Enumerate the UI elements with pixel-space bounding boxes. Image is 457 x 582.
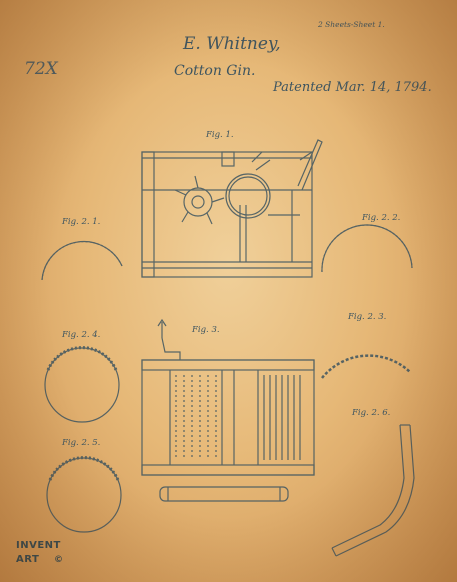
fig-1-label: Fig. 1. [206,130,234,140]
inventor-name: E. Whitney, [183,34,281,54]
fig-2-2-label: Fig. 2. 2. [362,213,401,223]
fig-2-5-drawing [46,456,122,533]
invention-title: Cotton Gin. [174,63,256,79]
fig-2-1-label: Fig. 2. 1. [62,217,101,227]
invent-art-logo: INVENT ART © [16,540,64,565]
fig-2-1-drawing [41,240,123,281]
fig-2-5-label: Fig. 2. 5. [62,438,101,448]
fig-2-4-label: Fig. 2. 4. [62,330,101,340]
fig-3-label: Fig. 3. [192,325,220,335]
fig-2-3-drawing [321,354,411,379]
fig-2-6-label: Fig. 2. 6. [352,408,391,418]
fig-1-drawing [141,139,323,278]
patent-date: Patented Mar. 14, 1794. [273,80,432,95]
sheet-label: 2 Sheets-Sheet 1. [318,20,385,29]
fig-3-drawing [141,318,315,502]
fig-2-2-drawing [321,224,413,273]
fig-2-6-drawing [331,424,415,557]
fig-2-4-drawing [44,346,120,423]
catalog-number: 72X [24,59,58,79]
fig-2-3-label: Fig. 2. 3. [348,312,387,322]
